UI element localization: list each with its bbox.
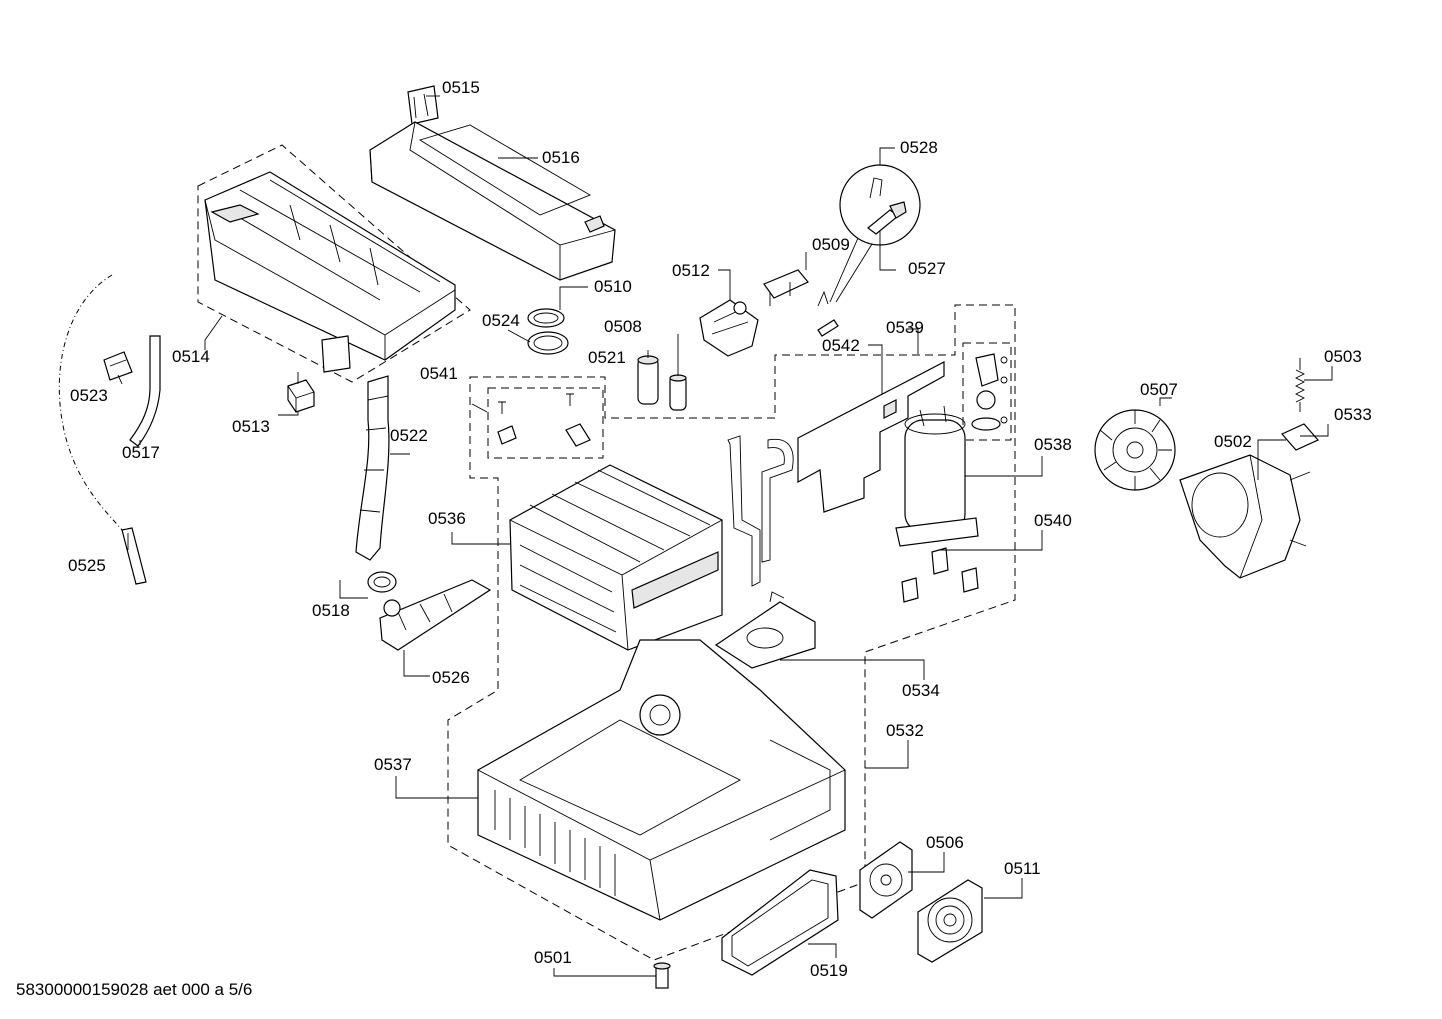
label-0517: 0517 — [122, 443, 160, 462]
label-0526: 0526 — [432, 668, 470, 687]
part-0503-spring — [1294, 358, 1306, 412]
label-0501: 0501 — [534, 948, 572, 967]
part-0501-screw — [653, 962, 671, 989]
part-0506-fan — [859, 841, 913, 919]
label-0519: 0519 — [810, 961, 848, 980]
part-0536-heat-exchanger — [509, 464, 723, 651]
part-0540-rubber-feet — [901, 547, 979, 603]
part-0514-condenser-housing — [204, 171, 456, 373]
part-0511-fan-guard — [917, 879, 983, 963]
label-0514: 0514 — [172, 347, 210, 366]
label-0539: 0539 — [886, 318, 924, 337]
label-0536: 0536 — [428, 509, 466, 528]
part-0526-pump-bracket — [379, 579, 492, 651]
leader-lines — [117, 95, 1333, 977]
label-0502: 0502 — [1214, 432, 1252, 451]
part-0510-seal-ring — [527, 308, 565, 328]
label-0512: 0512 — [672, 261, 710, 280]
label-0521: 0521 — [588, 348, 626, 367]
part-0509-bracket — [763, 269, 809, 306]
part-0518-grommet — [367, 571, 397, 593]
part-0523-hose-clip — [103, 351, 133, 381]
part-0533-clip — [1281, 423, 1319, 451]
label-0533: 0533 — [1334, 405, 1372, 424]
label-0508: 0508 — [604, 317, 642, 336]
label-0538: 0538 — [1034, 435, 1072, 454]
part-0507-fan-wheel — [1094, 409, 1176, 491]
label-0516: 0516 — [542, 148, 580, 167]
part-0512-solenoid-valve — [699, 299, 759, 357]
part-0516-water-container — [369, 121, 616, 281]
label-0528: 0528 — [900, 138, 938, 157]
label-0525: 0525 — [68, 556, 106, 575]
label-0542: 0542 — [822, 336, 860, 355]
label-0515: 0515 — [442, 78, 480, 97]
label-0513: 0513 — [232, 417, 270, 436]
label-0518: 0518 — [312, 601, 350, 620]
label-0523: 0523 — [70, 386, 108, 405]
part-0521-capacitor — [637, 355, 659, 405]
part-0542-insulation-sheet — [797, 361, 945, 513]
label-0527: 0527 — [908, 259, 946, 278]
label-0510: 0510 — [594, 277, 632, 296]
label-0534: 0534 — [902, 681, 940, 700]
part-0541-clips — [497, 393, 591, 447]
part-0534-mounting-plate — [714, 591, 816, 669]
part-0519-gasket — [721, 869, 839, 976]
part-0539-valve-assembly — [971, 353, 1008, 431]
label-0532: 0532 — [886, 721, 924, 740]
label-0537: 0537 — [374, 755, 412, 774]
label-0506: 0506 — [926, 833, 964, 852]
part-0522-hose — [355, 375, 390, 561]
label-0503: 0503 — [1324, 347, 1362, 366]
part-0515-filter-handle — [407, 85, 439, 125]
valve-parts-dashed-box — [962, 342, 1012, 441]
label-0524: 0524 — [482, 311, 520, 330]
part-0508-capacitor — [669, 374, 687, 411]
label-0507: 0507 — [1140, 380, 1178, 399]
refrigerant-piping — [727, 435, 794, 587]
clips-dashed-box — [487, 387, 604, 459]
document-id: 58300000159028 aet 000 a 5/6 — [16, 980, 253, 999]
part-0524-seal-ring — [527, 331, 569, 355]
part-0537-base-frame — [477, 639, 846, 921]
heat-exchanger-dashed-outline — [447, 304, 1016, 961]
label-0522: 0522 — [390, 426, 428, 445]
part-0502-motor — [1179, 454, 1311, 579]
part-0517-drain-hose — [129, 335, 161, 447]
part-0513-float-switch — [287, 372, 315, 413]
label-0540: 0540 — [1034, 511, 1072, 530]
label-0511: 0511 — [1004, 859, 1041, 878]
label-0509: 0509 — [812, 235, 850, 254]
label-0541: 0541 — [420, 364, 458, 383]
part-0525-hose-end — [121, 527, 147, 585]
